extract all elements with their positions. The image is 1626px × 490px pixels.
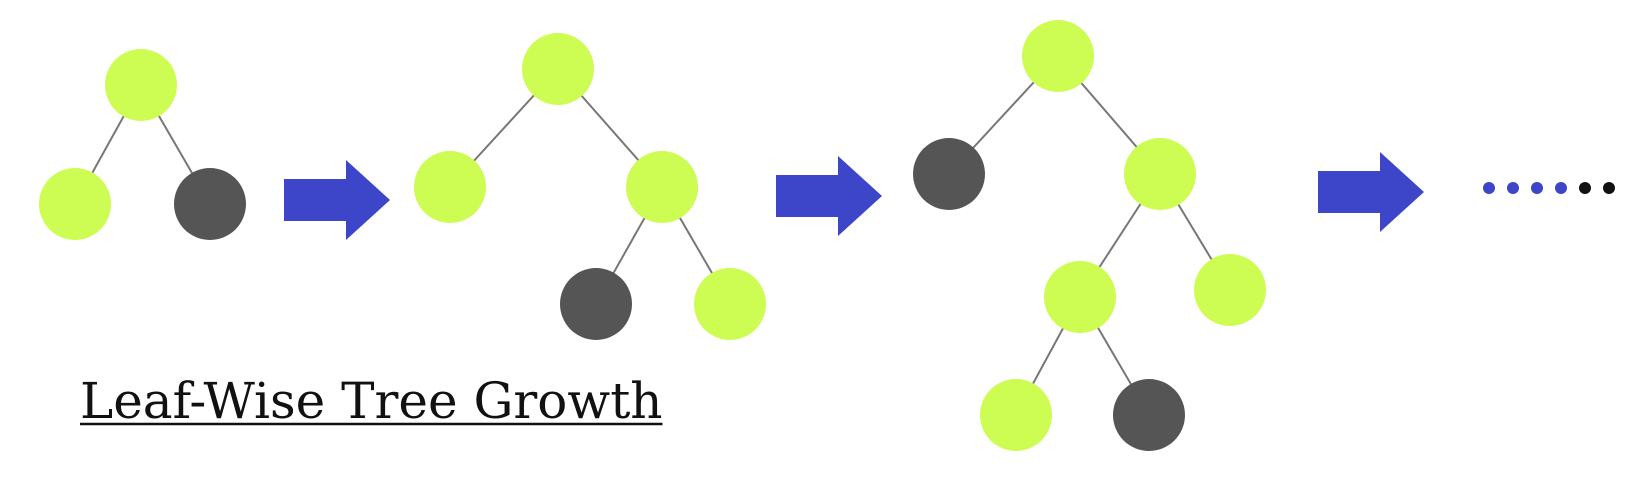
diagram-title-text: Leaf-Wise Tree Growth [80, 372, 663, 430]
tree-stage-3-node-left-dark [913, 138, 985, 210]
tree-stage-3-node-right-leaf [1124, 138, 1196, 210]
ellipsis-dot-black [1603, 182, 1615, 194]
tree-stage-2-node-right-leaf [626, 151, 698, 223]
tree-stage-1-node-left-leaf [39, 168, 111, 240]
ellipsis-dot-blue [1507, 182, 1519, 194]
tree-stage-3-node-right-right-leaf [1194, 254, 1266, 326]
ellipsis-dot-blue [1531, 182, 1543, 194]
tree-stage-1-node-root-leaf [105, 49, 177, 121]
tree-nodes [39, 20, 1266, 451]
tree-edges [74, 55, 1231, 416]
ellipsis-dot-blue [1555, 182, 1567, 194]
tree-stage-3-node-root-leaf [1022, 20, 1094, 92]
tree-stage-2-node-right-left-dark [560, 268, 632, 340]
growth-arrow-3 [1318, 152, 1424, 232]
diagram-title: Leaf-Wise Tree Growth [80, 372, 663, 430]
tree-stage-3-node-rl-right-dark [1113, 379, 1185, 451]
continuation-ellipsis [1483, 182, 1615, 194]
growth-arrow-2 [776, 156, 882, 236]
tree-stage-2-node-left-leaf [414, 151, 486, 223]
tree-stage-3-node-right-left-leaf [1044, 261, 1116, 333]
tree-stage-1-node-right-dark [174, 168, 246, 240]
tree-stage-3-node-rl-left-leaf [980, 379, 1052, 451]
ellipsis-dot-blue [1483, 182, 1495, 194]
ellipsis-dot-black [1579, 182, 1591, 194]
tree-stage-2-node-right-right-leaf [694, 268, 766, 340]
tree-stage-2-node-root-leaf [522, 33, 594, 105]
growth-arrows [284, 152, 1424, 240]
growth-arrow-1 [284, 160, 390, 240]
